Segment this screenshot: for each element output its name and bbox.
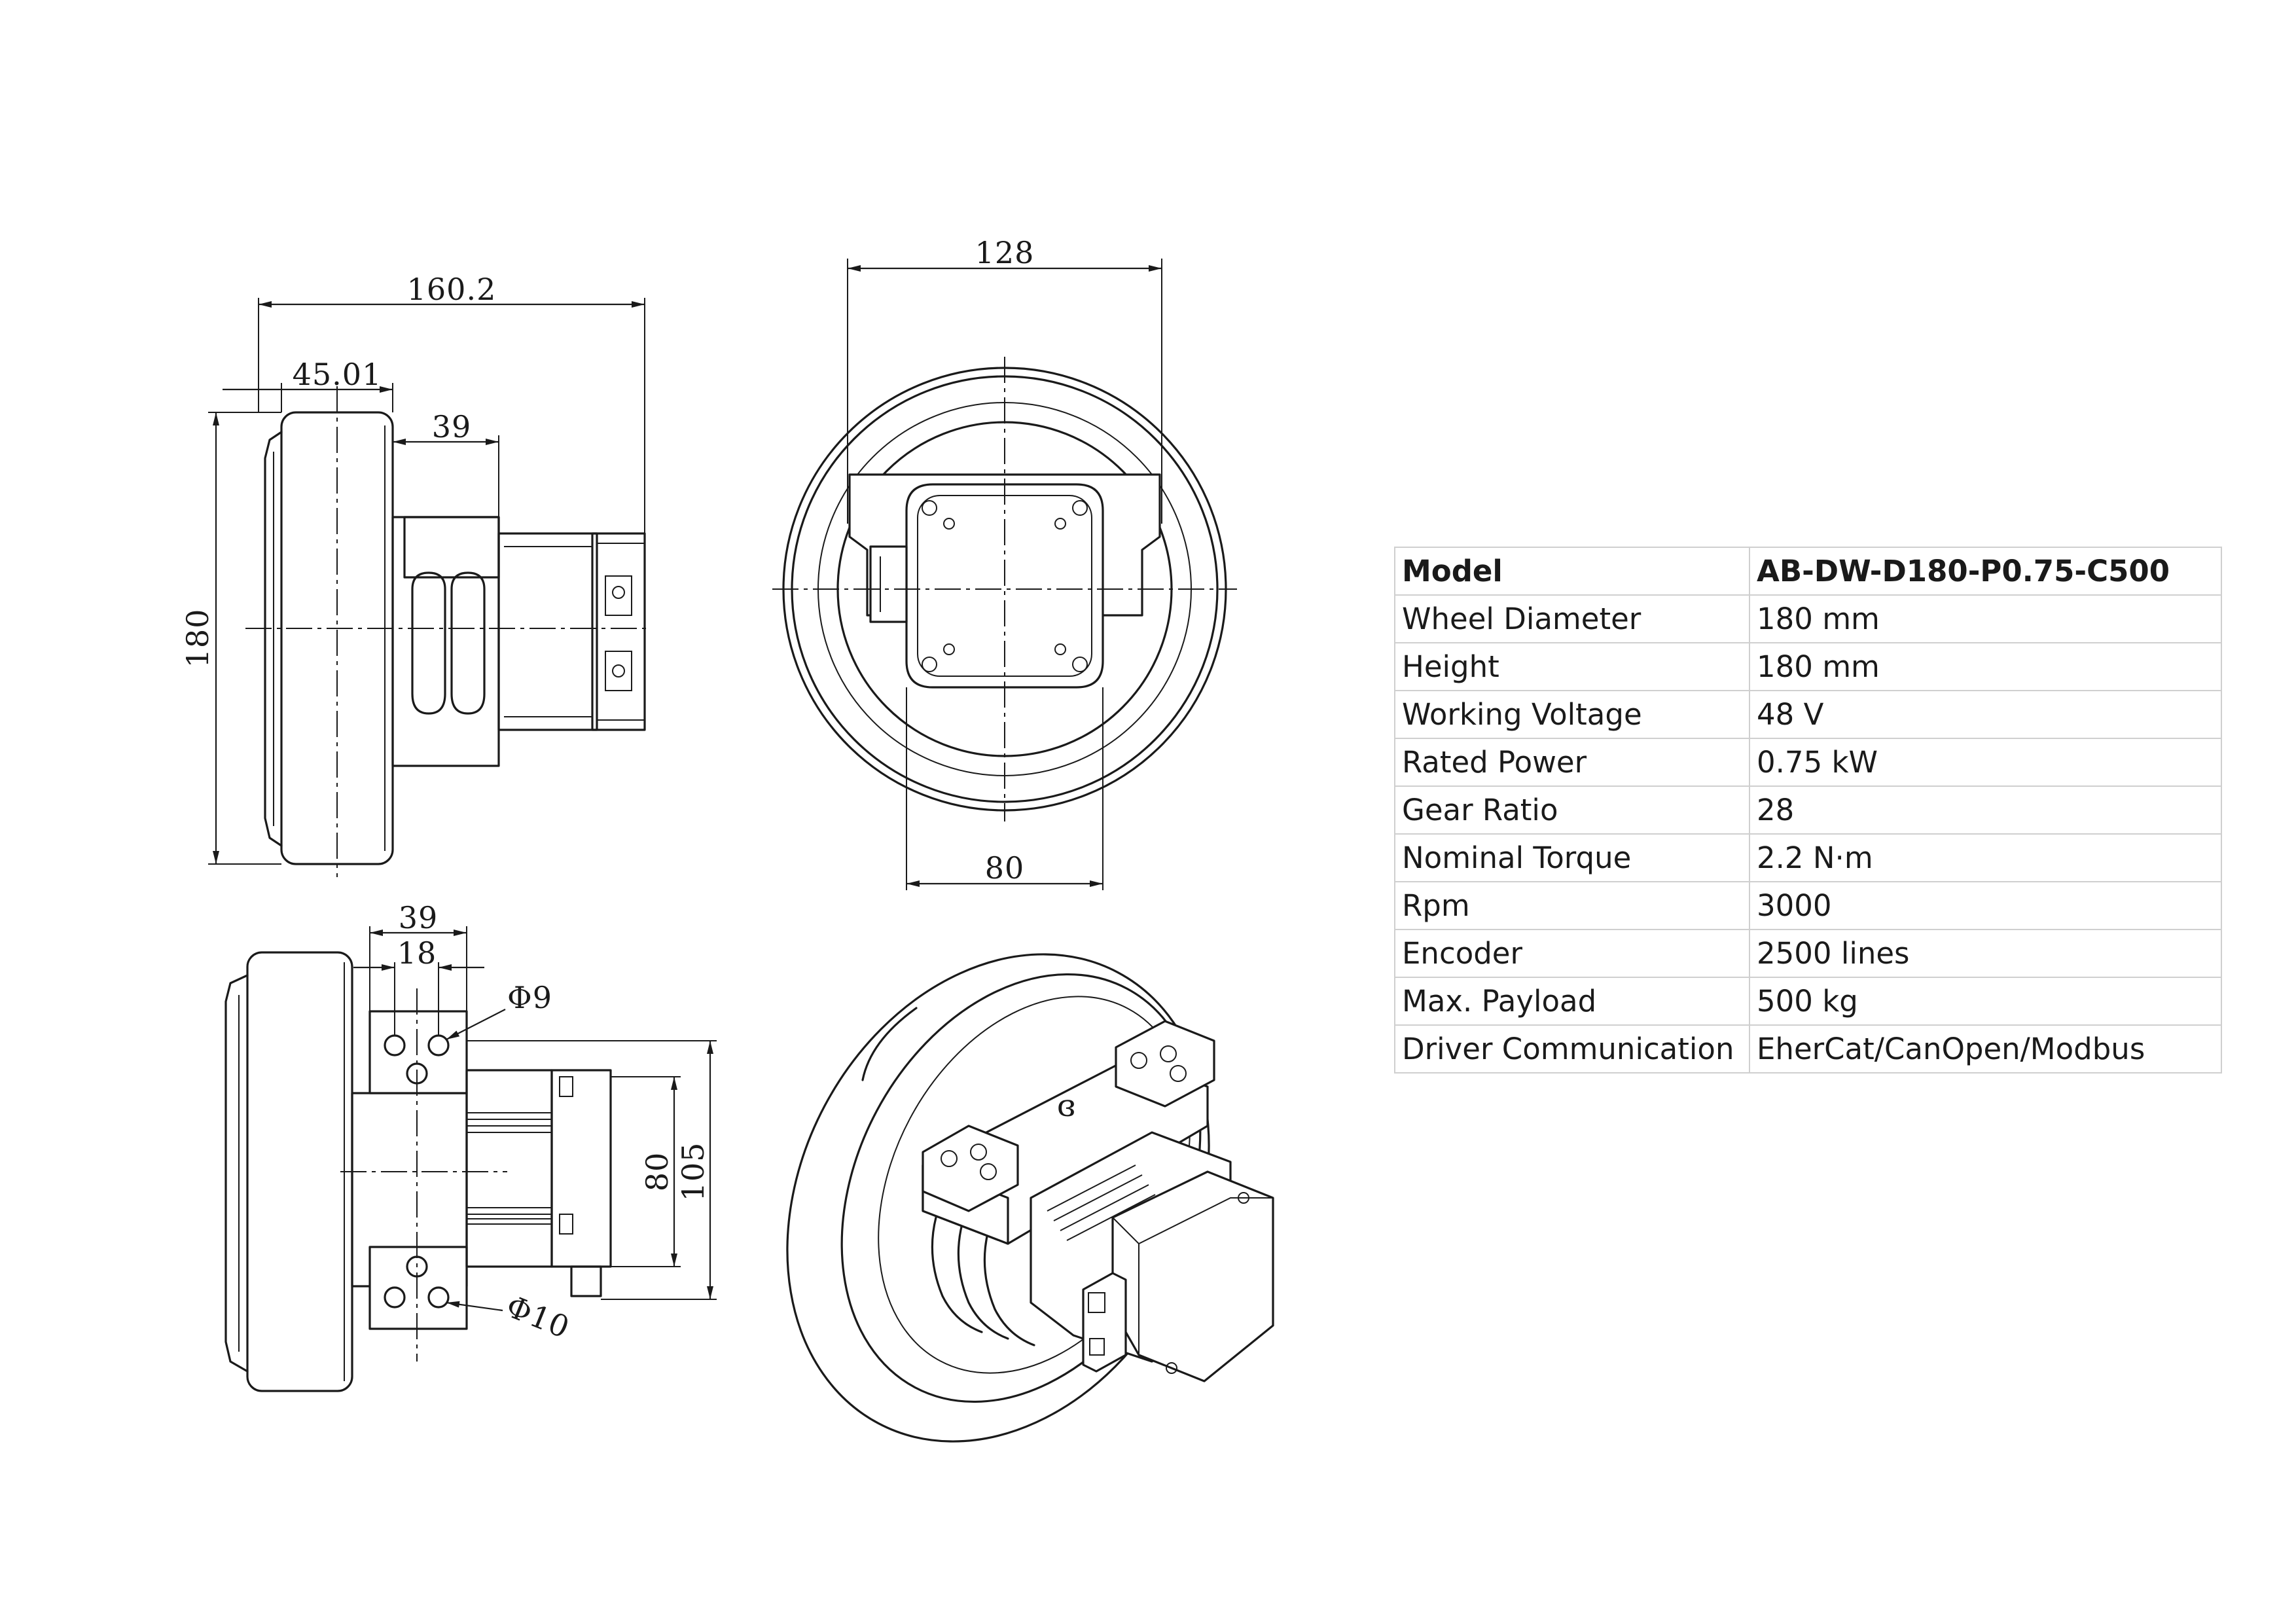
spec-row: Driver Communication EherCat/CanOpen/Mod… (1394, 1024, 2222, 1074)
dim-hole-spacing: 18 (397, 935, 437, 971)
spec-row-model: Model AB-DW-D180-P0.75-C500 (1394, 547, 2222, 596)
spec-row: Wheel Diameter 180 mm (1394, 594, 2222, 643)
spec-value: 2.2 N·m (1749, 833, 2222, 882)
spec-row: Rated Power 0.75 kW (1394, 738, 2222, 787)
spec-value: AB-DW-D180-P0.75-C500 (1749, 547, 2222, 596)
dim-diameter: 180 (180, 609, 215, 668)
dim-hub-width: 39 (432, 409, 472, 444)
spec-label: Rpm (1394, 881, 1750, 930)
spec-row: Working Voltage 48 V (1394, 690, 2222, 739)
dim-bottom-bracket-width: 39 (399, 900, 439, 935)
spec-row: Height 180 mm (1394, 642, 2222, 691)
bottom-view: 39 18 Φ9 Φ10 80 105 (224, 900, 717, 1392)
spec-row: Rpm 3000 (1394, 881, 2222, 930)
spec-label: Working Voltage (1394, 690, 1750, 739)
dim-outer-width: 128 (975, 235, 1035, 270)
spec-row: Gear Ratio 28 (1394, 785, 2222, 835)
spec-label: Wheel Diameter (1394, 594, 1750, 643)
dim-hole-small: Φ9 (507, 980, 552, 1015)
spec-label: Encoder (1394, 929, 1750, 978)
spec-value: EherCat/CanOpen/Modbus (1749, 1024, 2222, 1074)
spec-label: Driver Communication (1394, 1024, 1750, 1074)
spec-label: Gear Ratio (1394, 785, 1750, 835)
spec-value: 500 kg (1749, 977, 2222, 1026)
spec-label: Max. Payload (1394, 977, 1750, 1026)
spec-value: 48 V (1749, 690, 2222, 739)
dim-height-80: 80 (639, 1152, 675, 1192)
spec-value: 28 (1749, 785, 2222, 835)
spec-label: Rated Power (1394, 738, 1750, 787)
dim-bracket-width: 80 (985, 850, 1025, 886)
dim-tire-width: 45.01 (293, 357, 382, 392)
spec-value: 0.75 kW (1749, 738, 2222, 787)
isometric-view: ɞ (786, 953, 1274, 1443)
side-view: 160.2 45.01 39 180 (180, 272, 648, 877)
spec-table: Model AB-DW-D180-P0.75-C500 Wheel Diamet… (1394, 547, 2222, 1074)
spec-value: 3000 (1749, 881, 2222, 930)
dim-overall-width: 160.2 (407, 272, 497, 307)
spec-value: 180 mm (1749, 594, 2222, 643)
dim-height-105: 105 (675, 1142, 711, 1202)
spec-value: 180 mm (1749, 642, 2222, 691)
spec-label: Model (1394, 547, 1750, 596)
logo-mark: ɞ (1057, 1088, 1076, 1123)
dim-hole-large: Φ10 (501, 1288, 575, 1345)
spec-row: Nominal Torque 2.2 N·m (1394, 833, 2222, 882)
spec-label: Nominal Torque (1394, 833, 1750, 882)
front-view: 128 80 (772, 235, 1237, 890)
spec-row: Max. Payload 500 kg (1394, 977, 2222, 1026)
spec-value: 2500 lines (1749, 929, 2222, 978)
spec-label: Height (1394, 642, 1750, 691)
spec-row: Encoder 2500 lines (1394, 929, 2222, 978)
